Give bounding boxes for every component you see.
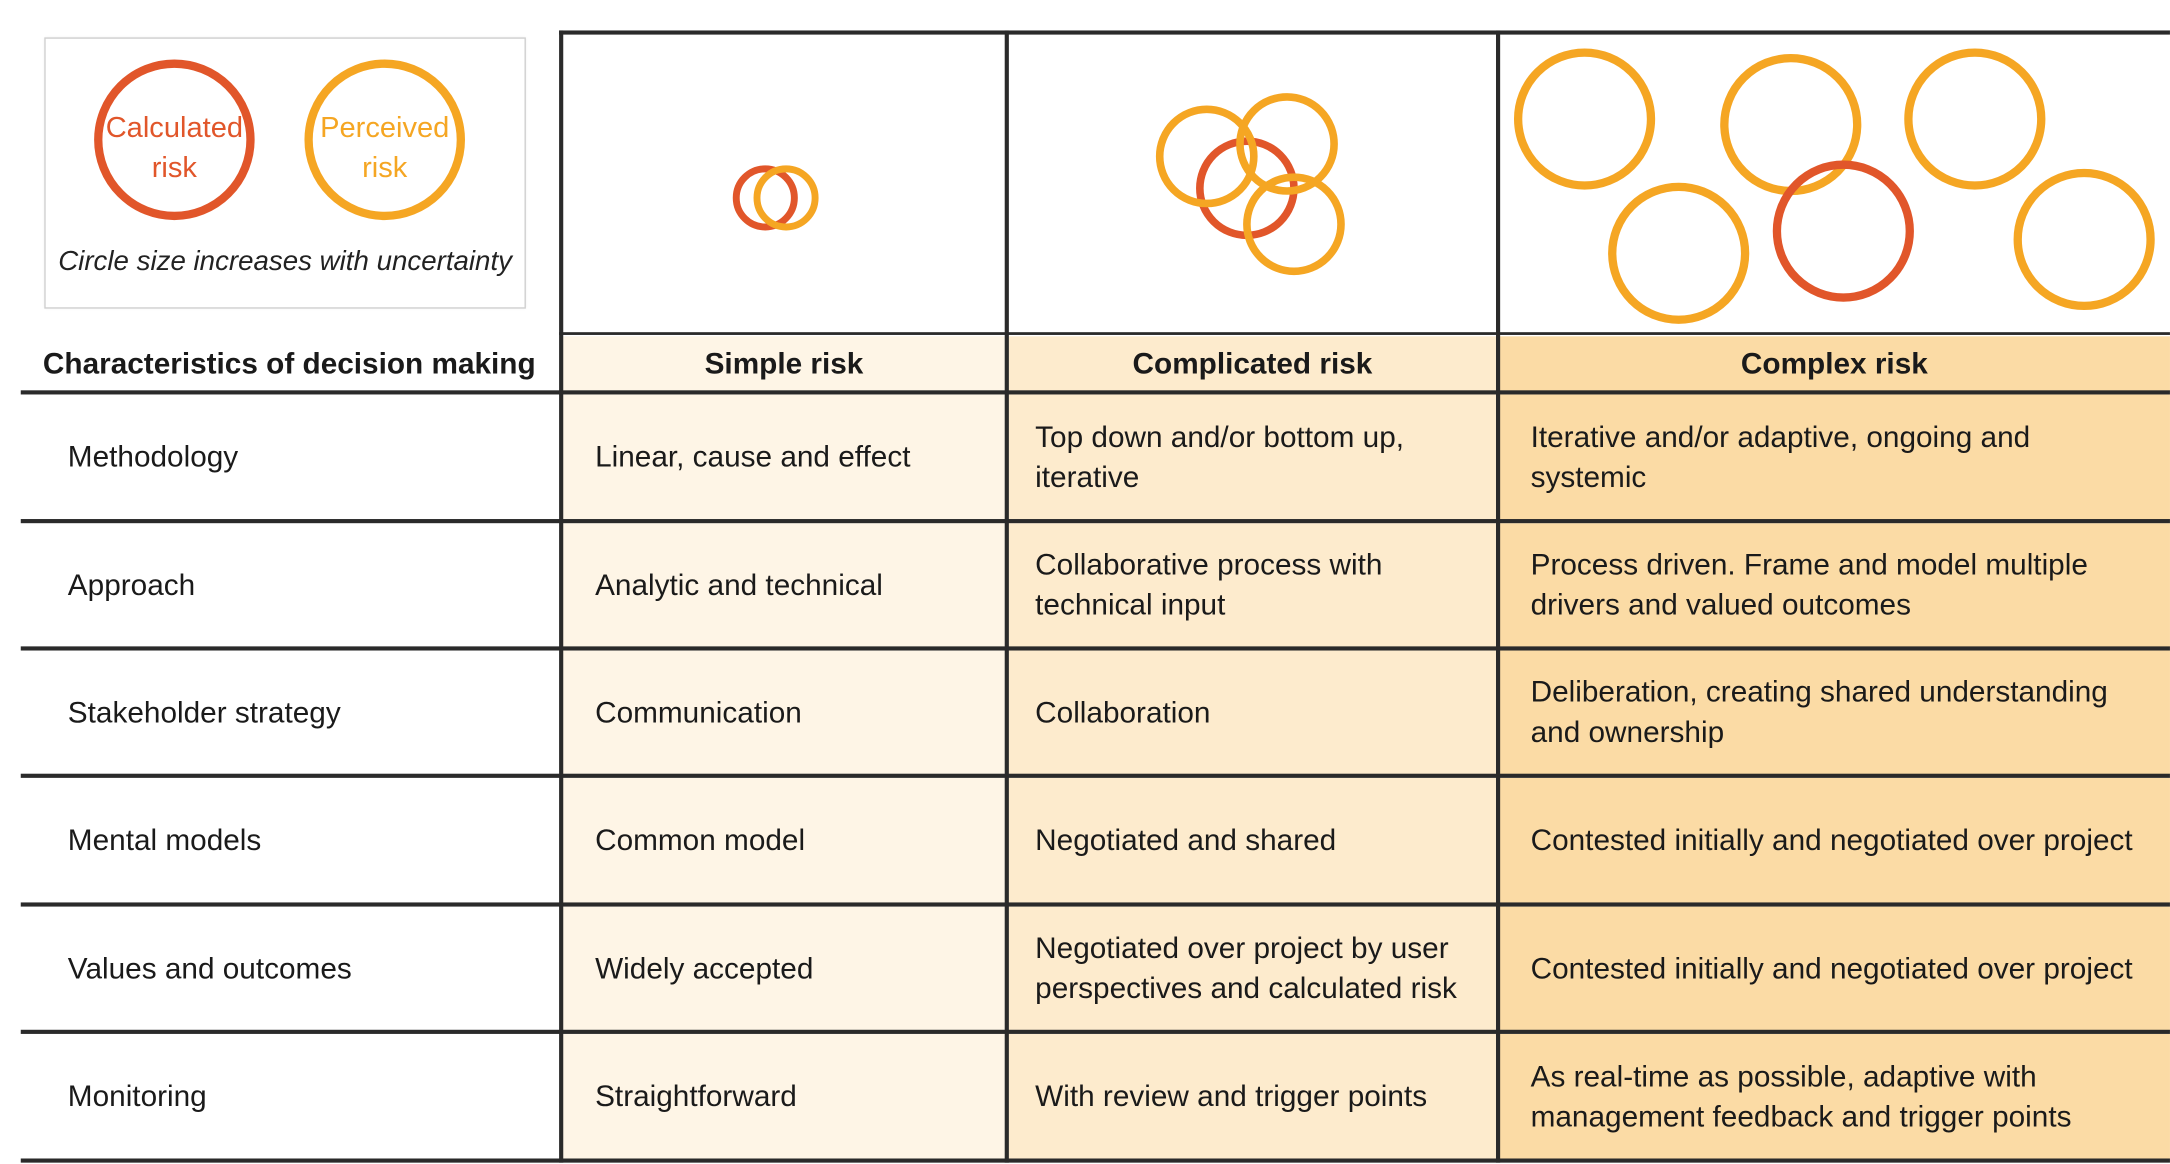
complex-perceived-circle-4 xyxy=(1608,182,1750,324)
row-divider xyxy=(20,519,2170,524)
column-divider xyxy=(1004,30,1009,1163)
header-simple-risk: Simple risk xyxy=(561,336,1007,392)
cell-monitoring-complicated: With review and trigger points xyxy=(1007,1033,1498,1160)
legend-perceived-label: Perceived risk xyxy=(309,108,461,188)
cell-values-simple: Widely accepted xyxy=(561,906,1007,1032)
legend-calculated-circle xyxy=(94,59,255,221)
legend-calculated-line2: risk xyxy=(151,152,197,185)
row-label-monitoring: Monitoring xyxy=(67,1079,207,1113)
cell-methodology-simple: Linear, cause and effect xyxy=(561,394,1007,521)
cell-approach-complicated: Collaborative process with technical inp… xyxy=(1007,523,1498,648)
cell-methodology-complicated: Top down and/or bottom up, iterative xyxy=(1007,394,1498,521)
row-divider xyxy=(20,390,2170,395)
column-divider xyxy=(1495,30,1501,1163)
cell-mental-models-simple: Common model xyxy=(561,777,1007,904)
row-divider xyxy=(20,646,2170,651)
cell-monitoring-simple: Straightforward xyxy=(561,1033,1007,1160)
legend-perceived-circle xyxy=(304,59,465,221)
row-label-methodology: Methodology xyxy=(67,440,239,474)
row-label-approach: Approach xyxy=(67,568,196,602)
cell-stakeholder-complicated: Collaboration xyxy=(1007,650,1498,776)
legend-perceived-line2: risk xyxy=(362,152,408,185)
row-label-stakeholder-strategy: Stakeholder strategy xyxy=(67,695,341,729)
complex-calculated-circle xyxy=(1772,160,1914,302)
legend-perceived-line1: Perceived xyxy=(320,112,450,144)
header-complex-risk: Complex risk xyxy=(1498,336,2170,392)
complicated-perceived-circle-3 xyxy=(1243,173,1345,276)
cell-mental-models-complicated: Negotiated and shared xyxy=(1007,777,1498,904)
top-border-line xyxy=(559,30,2170,35)
complex-perceived-circle-3 xyxy=(1904,48,2046,190)
cell-values-complex: Contested initially and negotiated over … xyxy=(1498,906,2170,1032)
risk-circle-illustrations xyxy=(732,48,2155,324)
complex-perceived-circle-1 xyxy=(1513,48,1656,190)
complicated-risk-circles xyxy=(1155,93,1345,276)
cell-approach-complex: Process driven. Frame and model multiple… xyxy=(1498,523,2170,648)
simple-risk-circles xyxy=(732,165,819,231)
cell-monitoring-complex: As real-time as possible, adaptive with … xyxy=(1498,1033,2170,1160)
row-label-mental-models: Mental models xyxy=(67,823,262,857)
simple-calculated-circle xyxy=(732,165,798,231)
cell-approach-simple: Analytic and technical xyxy=(561,523,1007,648)
row-label-values-outcomes: Values and outcomes xyxy=(67,951,352,985)
column-divider xyxy=(559,30,564,1163)
row-divider xyxy=(20,902,2170,907)
legend-calculated-label: Calculated risk xyxy=(98,108,250,188)
cell-methodology-complex: Iterative and/or adaptive, ongoing and s… xyxy=(1498,394,2170,521)
complex-risk-circles xyxy=(1513,48,2155,324)
row-divider xyxy=(20,1158,2170,1163)
cell-stakeholder-simple: Communication xyxy=(561,650,1007,776)
legend-calculated-line1: Calculated xyxy=(105,112,244,144)
legend-circles xyxy=(94,59,465,221)
header-complicated-risk: Complicated risk xyxy=(1007,336,1498,392)
header-characteristics: Characteristics of decision making xyxy=(42,346,536,380)
cell-stakeholder-complex: Deliberation, creating shared understand… xyxy=(1498,650,2170,776)
complex-perceived-circle-5 xyxy=(2013,168,2155,311)
cell-values-complicated: Negotiated over project by user perspect… xyxy=(1007,906,1498,1032)
complex-perceived-circle-2 xyxy=(1720,53,1862,196)
simple-perceived-circle xyxy=(753,165,819,231)
row-divider xyxy=(20,773,2170,778)
row-divider xyxy=(20,1029,2170,1034)
legend-note: Circle size increases with uncertainty xyxy=(58,246,512,277)
picture-bottom-line xyxy=(559,332,2170,335)
complicated-perceived-circle-2 xyxy=(1236,93,1338,195)
complicated-perceived-circle-1 xyxy=(1155,105,1258,208)
cell-mental-models-complex: Contested initially and negotiated over … xyxy=(1498,777,2170,904)
legend: Calculated risk Perceived risk Circle si… xyxy=(44,37,526,309)
